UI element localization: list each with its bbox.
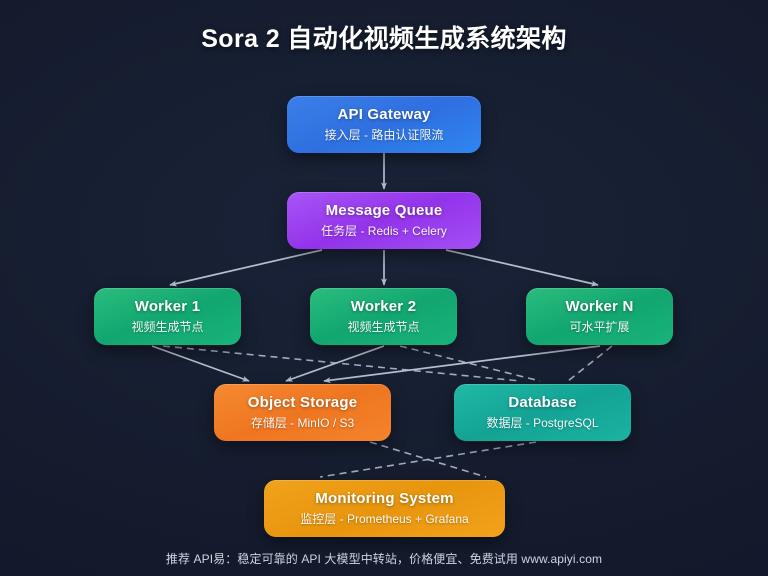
edge-worker-2-to-object-storage — [285, 345, 385, 382]
node-title: Worker 2 — [350, 298, 417, 316]
node-api-gateway[interactable]: API Gateway 接入层 - 路由认证限流 — [287, 96, 481, 153]
footer-note: 推荐 API易：稳定可靠的 API 大模型中转站，价格便宜、免费试用 www.a… — [165, 552, 603, 566]
node-subtitle: 可水平扩展 — [569, 320, 630, 335]
edge-message-queue-to-worker-1 — [169, 249, 323, 287]
node-database[interactable]: Database 数据层 - PostgreSQL — [454, 384, 631, 441]
edge-worker-n-to-object-storage — [323, 345, 601, 384]
node-object-storage[interactable]: Object Storage 存储层 - MinIO / S3 — [214, 384, 391, 441]
node-subtitle: 视频生成节点 — [131, 320, 204, 335]
node-title: Worker N — [565, 298, 634, 316]
edge-worker-2-to-database — [399, 345, 541, 382]
edge-database-to-monitoring — [319, 441, 537, 478]
edge-message-queue-to-worker-n — [445, 249, 599, 287]
node-title: Database — [508, 394, 577, 412]
node-subtitle: 任务层 - Redis + Celery — [321, 224, 447, 239]
edge-worker-1-to-object-storage — [151, 345, 250, 382]
node-title: API Gateway — [337, 106, 431, 124]
node-worker-1[interactable]: Worker 1 视频生成节点 — [94, 288, 241, 345]
node-subtitle: 数据层 - PostgreSQL — [486, 416, 599, 431]
node-title: Message Queue — [325, 202, 443, 220]
node-subtitle: 存储层 - MinIO / S3 — [250, 416, 355, 431]
edge-worker-n-to-database — [567, 345, 613, 382]
node-subtitle: 视频生成节点 — [347, 320, 420, 335]
node-subtitle: 监控层 - Prometheus + Grafana — [300, 512, 469, 527]
node-message-queue[interactable]: Message Queue 任务层 - Redis + Celery — [287, 192, 481, 249]
page-title: Sora 2 自动化视频生成系统架构 — [201, 25, 567, 53]
node-worker-2[interactable]: Worker 2 视频生成节点 — [310, 288, 457, 345]
node-title: Monitoring System — [315, 490, 454, 508]
node-subtitle: 接入层 - 路由认证限流 — [324, 128, 444, 143]
node-title: Worker 1 — [134, 298, 201, 316]
node-worker-n[interactable]: Worker N 可水平扩展 — [526, 288, 673, 345]
edge-object-storage-to-monitoring — [369, 441, 487, 478]
node-monitoring[interactable]: Monitoring System 监控层 - Prometheus + Gra… — [264, 480, 505, 537]
node-title: Object Storage — [247, 394, 358, 412]
edge-worker-1-to-database — [162, 345, 521, 382]
